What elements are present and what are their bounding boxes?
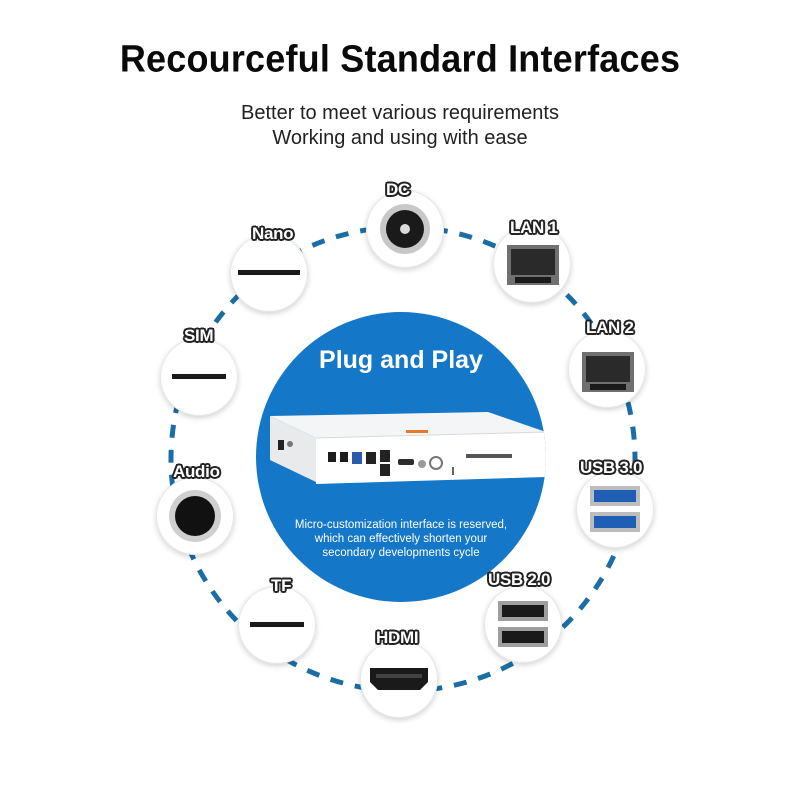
hdmi-port xyxy=(360,640,438,718)
audio-jack-icon xyxy=(169,490,221,542)
nano-port xyxy=(230,234,308,312)
tf-label: TF xyxy=(271,576,292,595)
desc-line-2: which can effectively shorten your xyxy=(314,533,488,545)
usb3-label: USB 3.0 xyxy=(580,458,643,477)
audio-label: Audio xyxy=(173,462,220,481)
hdmi-label: HDMI xyxy=(376,628,419,647)
dc-jack-icon xyxy=(380,204,430,254)
ethernet-port-icon xyxy=(582,352,634,392)
lan2-label: LAN 2 xyxy=(586,318,634,337)
sim-port xyxy=(160,338,238,416)
desc-line-3: secondary developments cycle xyxy=(322,547,480,559)
usb3-port xyxy=(576,470,654,548)
nano-label: Nano xyxy=(252,224,294,243)
desc-line-1: Micro-customization interface is reserve… xyxy=(294,519,508,531)
nano-slot-icon xyxy=(238,270,300,275)
subtitle-line-1: Better to meet various requirements xyxy=(241,102,559,124)
usb2-port-icon xyxy=(498,601,548,647)
usb3-port-icon xyxy=(590,486,640,532)
tf-port xyxy=(238,586,316,664)
sim-label: SIM xyxy=(184,326,214,345)
plug-and-play-disc: Plug and Play Micro-customization interf… xyxy=(256,312,546,602)
dc-label: DC xyxy=(386,180,410,199)
usb2-label: USB 2.0 xyxy=(488,570,551,589)
lan2-port xyxy=(568,330,646,408)
dc-port xyxy=(366,190,444,268)
usb2-port xyxy=(484,585,562,663)
sim-slot-icon xyxy=(172,374,226,379)
ethernet-port-icon xyxy=(507,245,559,285)
subtitle-line-2: Working and using with ease xyxy=(272,127,528,149)
mini-pc-image xyxy=(270,412,546,484)
lan1-port xyxy=(493,225,571,303)
plug-and-play-title: Plug and Play xyxy=(319,346,483,374)
audio-port xyxy=(156,477,234,555)
hdmi-port-icon xyxy=(370,668,428,690)
lan1-label: LAN 1 xyxy=(510,218,558,237)
page-title: Recourceful Standard Interfaces xyxy=(119,36,681,80)
tf-slot-icon xyxy=(250,622,304,627)
